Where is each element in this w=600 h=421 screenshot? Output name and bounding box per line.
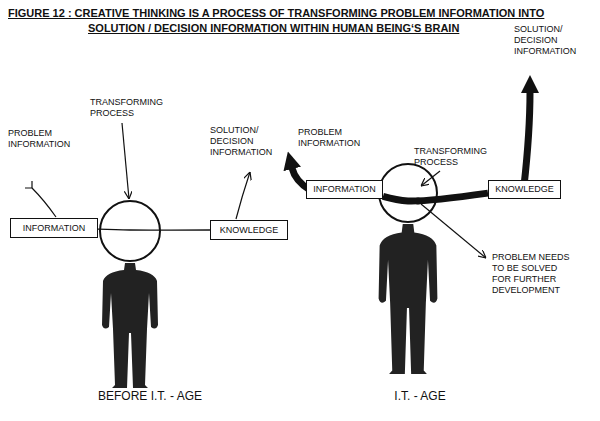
connector [98, 229, 210, 231]
pointer-arrow [421, 171, 440, 186]
annotation-label: TRANSFORMING PROCESS [414, 146, 494, 168]
text-box: INFORMATION [306, 180, 383, 199]
pointer-arrow [421, 204, 486, 258]
thick-arc-end [524, 92, 530, 186]
annotation-label: I.T. - AGE [350, 389, 490, 404]
human-figure [379, 224, 438, 374]
problem-line [32, 188, 56, 217]
body-silhouette [379, 224, 438, 374]
annotation-label: SOLUTION/ DECISION INFORMATION [210, 125, 274, 158]
annotation-label: PROBLEM INFORMATION [298, 127, 362, 149]
pointer-arrow [122, 123, 129, 199]
body-silhouette [102, 263, 158, 388]
annotation-label: SOLUTION/ DECISION INFORMATION [514, 24, 578, 57]
text-box: KNOWLEDGE [488, 180, 561, 199]
line-tail [25, 181, 32, 188]
figure-title: FIGURE 12 : CREATIVE THINKING IS A PROCE… [8, 6, 568, 36]
head-circle [100, 201, 160, 261]
solution-arrow [236, 172, 250, 219]
head-circle [379, 164, 437, 222]
annotation-label: TRANSFORMING PROCESS [90, 97, 170, 119]
box-text: INFORMATION [313, 184, 375, 195]
text-box: INFORMATION [10, 218, 98, 238]
box-text: KNOWLEDGE [495, 184, 554, 195]
box-text: INFORMATION [23, 223, 85, 234]
annotation-label: BEFORE I.T. - AGE [55, 389, 245, 404]
box-text: KNOWLEDGE [220, 225, 279, 236]
annotation-label: PROBLEM INFORMATION [8, 128, 72, 150]
human-figure [102, 263, 158, 388]
text-box: KNOWLEDGE [210, 220, 288, 240]
connector [383, 193, 488, 201]
annotation-label: PROBLEM NEEDS TO BE SOLVED FOR FURTHER D… [492, 252, 570, 296]
